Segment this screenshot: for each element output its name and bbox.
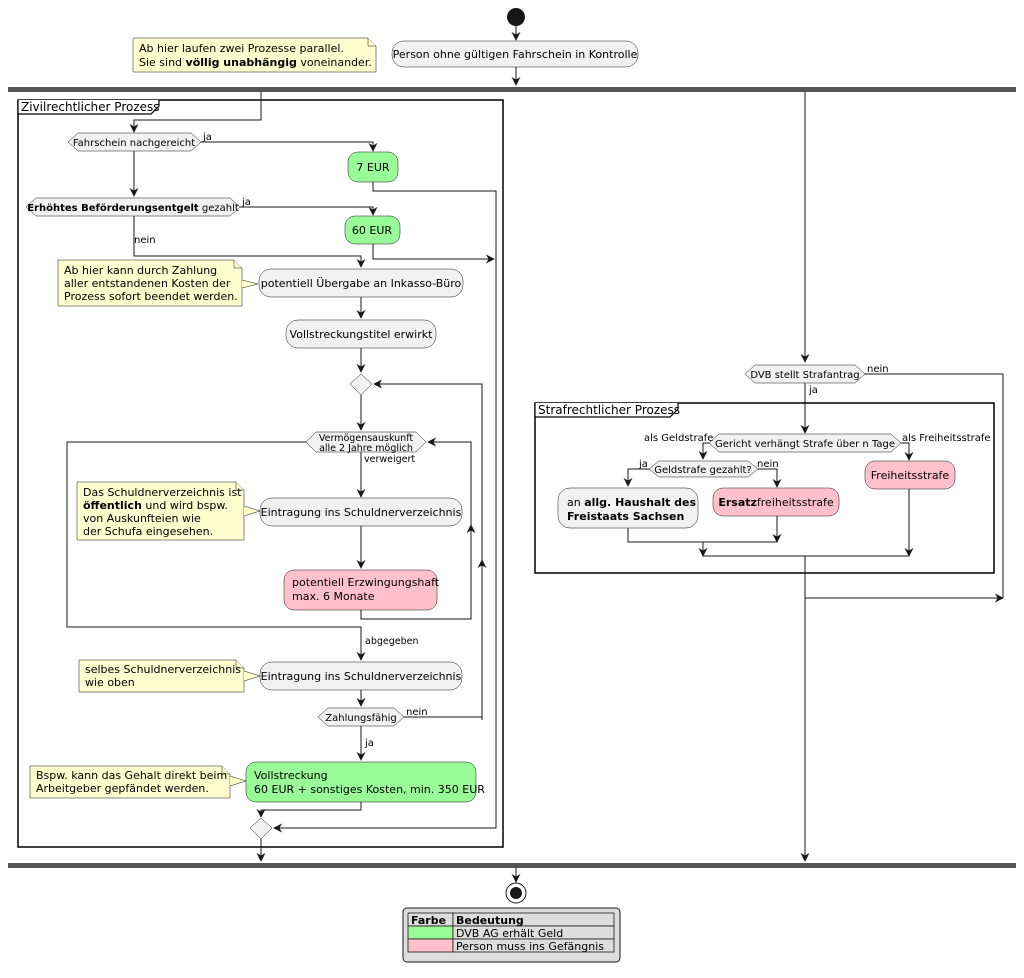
svg-text:Ersatzfreiheitsstrafe: Ersatzfreiheitsstrafe — [718, 496, 834, 509]
activity-eintragung-2: Eintragung ins Schuldnerverzeichnis — [259, 661, 463, 691]
legend-swatch-pink — [407, 938, 454, 953]
edge-label-abgegeben: abgegeben — [365, 636, 419, 647]
svg-text:wie oben: wie oben — [85, 676, 135, 689]
start-node — [507, 8, 525, 26]
activity-haushalt: an allg. Haushalt des Freistaats Sachsen — [557, 487, 699, 529]
decision-zahlungsfaehig: Zahlungsfähig — [317, 707, 405, 727]
svg-text:max. 6 Monate: max. 6 Monate — [292, 590, 375, 603]
note-parallel-line1: Ab hier laufen zwei Prozesse parallel. — [139, 42, 344, 55]
fork-bar — [8, 87, 1016, 92]
legend-header-color: Farbe — [411, 914, 446, 927]
edge-label-als-geldstrafe: als Geldstrafe — [644, 433, 713, 444]
merge-diamond-loop — [349, 373, 373, 396]
decision-gericht: Gericht verhängt Strafe über n Tage — [708, 433, 902, 453]
svg-text:Person ohne gültigen Fahrschei: Person ohne gültigen Fahrschein in Kontr… — [393, 48, 638, 61]
note-gehalt: Bspw. kann das Gehalt direkt beim Arbeit… — [29, 765, 247, 799]
end-node — [505, 882, 527, 904]
svg-text:Erhöhtes Beförderungsentgelt g: Erhöhtes Beförderungsentgelt gezahlt — [27, 203, 239, 214]
legend-label-green: DVB AG erhält Geld — [456, 927, 563, 940]
legend: Farbe Bedeutung DVB AG erhält Geld Perso… — [402, 907, 621, 963]
partition-straf-title: Strafrechtlicher Prozess — [538, 403, 680, 417]
decision-befoerderungsentgelt: Erhöhtes Beförderungsentgelt gezahlt — [25, 197, 241, 217]
edge-label-verweigert: verweigert — [364, 454, 415, 465]
edge-label-ja-4: ja — [808, 385, 818, 396]
svg-text:Vermögensauskunft: Vermögensauskunft — [319, 433, 413, 444]
note-selbes-verzeichnis: selbes Schuldnerverzeichnis wie oben — [78, 659, 261, 693]
svg-text:Geldstrafe gezahlt?: Geldstrafe gezahlt? — [654, 465, 751, 476]
edge-label-als-freiheitsstrafe: als Freiheitsstrafe — [902, 433, 991, 444]
activity-eintragung-1: Eintragung ins Schuldnerverzeichnis — [259, 497, 463, 527]
activity-freiheitsstrafe: Freiheitsstrafe — [864, 460, 956, 490]
svg-text:7 EUR: 7 EUR — [356, 161, 389, 174]
edge-label-ja-1: ja — [202, 132, 212, 143]
svg-text:Freiheitsstrafe: Freiheitsstrafe — [871, 469, 950, 482]
activity-person-ohne-fahrschein: Person ohne gültigen Fahrschein in Kontr… — [391, 40, 639, 68]
svg-text:Zahlungsfähig: Zahlungsfähig — [325, 713, 396, 724]
legend-swatch-green — [407, 925, 454, 940]
svg-text:Vollstreckungstitel erwirkt: Vollstreckungstitel erwirkt — [290, 328, 434, 341]
svg-text:aller entstandenen Kosten der: aller entstandenen Kosten der — [64, 277, 231, 290]
activity-7-eur: 7 EUR — [347, 151, 399, 183]
svg-text:Arbeitgeber gepfändet werden.: Arbeitgeber gepfändet werden. — [36, 782, 209, 795]
svg-text:der Schufa eingesehen.: der Schufa eingesehen. — [83, 525, 213, 538]
svg-text:Bspw. kann das Gehalt direkt b: Bspw. kann das Gehalt direkt beim — [36, 769, 227, 782]
svg-text:Prozess sofort beendet werden.: Prozess sofort beendet werden. — [64, 290, 238, 303]
activity-vollstreckung: Vollstreckung 60 EUR + sonstiges Kosten,… — [245, 761, 485, 803]
svg-text:von Auskunfteien wie: von Auskunfteien wie — [83, 512, 201, 525]
activity-vollstreckungstitel: Vollstreckungstitel erwirkt — [285, 319, 437, 349]
edge-label-nein-3: nein — [867, 364, 889, 375]
note-parallel: Ab hier laufen zwei Prozesse parallel. S… — [132, 37, 377, 73]
svg-text:Freistaats Sachsen: Freistaats Sachsen — [567, 510, 684, 523]
merge-diamond-final — [249, 817, 273, 840]
svg-text:60 EUR: 60 EUR — [352, 224, 392, 237]
svg-text:Ab hier kann durch Zahlung: Ab hier kann durch Zahlung — [64, 264, 217, 277]
svg-text:alle 2 Jahre möglich: alle 2 Jahre möglich — [319, 443, 413, 454]
legend-label-pink: Person muss ins Gefängnis — [456, 940, 604, 953]
edge-label-ja-3: ja — [364, 738, 374, 749]
svg-text:Das Schuldnerverzeichnis ist: Das Schuldnerverzeichnis ist — [83, 486, 242, 499]
svg-text:DVB stellt Strafantrag: DVB stellt Strafantrag — [750, 370, 859, 381]
edge-label-nein-1: nein — [134, 235, 156, 246]
edge-label-ja-5: ja — [638, 459, 648, 470]
activity-60-eur: 60 EUR — [344, 215, 401, 245]
svg-text:öffentlich und wird bspw.: öffentlich und wird bspw. — [83, 499, 228, 512]
partition-zivil-title: Zivilrechtlicher Prozess — [21, 100, 160, 114]
note-schufa: Das Schuldnerverzeichnis ist öffentlich … — [76, 481, 261, 541]
decision-vermoegensauskunft: Vermögensauskunft alle 2 Jahre möglich — [305, 431, 427, 454]
decision-strafantrag: DVB stellt Strafantrag — [744, 364, 866, 384]
legend-header-meaning: Bedeutung — [456, 914, 524, 927]
edge-label-nein-4: nein — [757, 459, 779, 470]
svg-text:potentiell Übergabe an Inkasso: potentiell Übergabe an Inkasso-Büro — [261, 277, 462, 290]
svg-text:Fahrschein nachgereicht: Fahrschein nachgereicht — [73, 138, 195, 149]
edge-label-ja-2: ja — [241, 197, 251, 208]
note-inkasso: Ab hier kann durch Zahlung aller entstan… — [57, 259, 259, 307]
svg-text:selbes Schuldnerverzeichnis: selbes Schuldnerverzeichnis — [85, 663, 241, 676]
edge-label-nein-2: nein — [406, 707, 428, 718]
svg-text:Eintragung ins Schuldnerverzei: Eintragung ins Schuldnerverzeichnis — [261, 506, 462, 519]
svg-text:Gericht verhängt Strafe über n: Gericht verhängt Strafe über n Tage — [715, 439, 895, 450]
join-bar — [8, 863, 1016, 868]
svg-text:Eintragung ins Schuldnerverzei: Eintragung ins Schuldnerverzeichnis — [261, 670, 462, 683]
svg-text:an allg. Haushalt des: an allg. Haushalt des — [567, 496, 697, 509]
activity-inkasso: potentiell Übergabe an Inkasso-Büro — [258, 268, 464, 298]
partition-straf: Strafrechtlicher Prozess — [534, 402, 995, 574]
activity-erzwingungshaft: potentiell Erzwingungshaft max. 6 Monate — [283, 569, 440, 611]
svg-text:Vollstreckung: Vollstreckung — [254, 769, 328, 782]
activity-ersatzfreiheitsstrafe: Ersatzfreiheitsstrafe — [712, 487, 840, 517]
svg-text:potentiell Erzwingungshaft: potentiell Erzwingungshaft — [292, 576, 440, 589]
note-parallel-line2: Sie sind völlig unabhängig voneinander. — [139, 56, 372, 69]
decision-geldstrafe-gezahlt: Geldstrafe gezahlt? — [648, 460, 759, 478]
svg-text:60 EUR + sonstiges Kosten, min: 60 EUR + sonstiges Kosten, min. 350 EUR — [254, 783, 485, 796]
decision-fahrschein-nachgereicht: Fahrschein nachgereicht — [67, 132, 202, 152]
